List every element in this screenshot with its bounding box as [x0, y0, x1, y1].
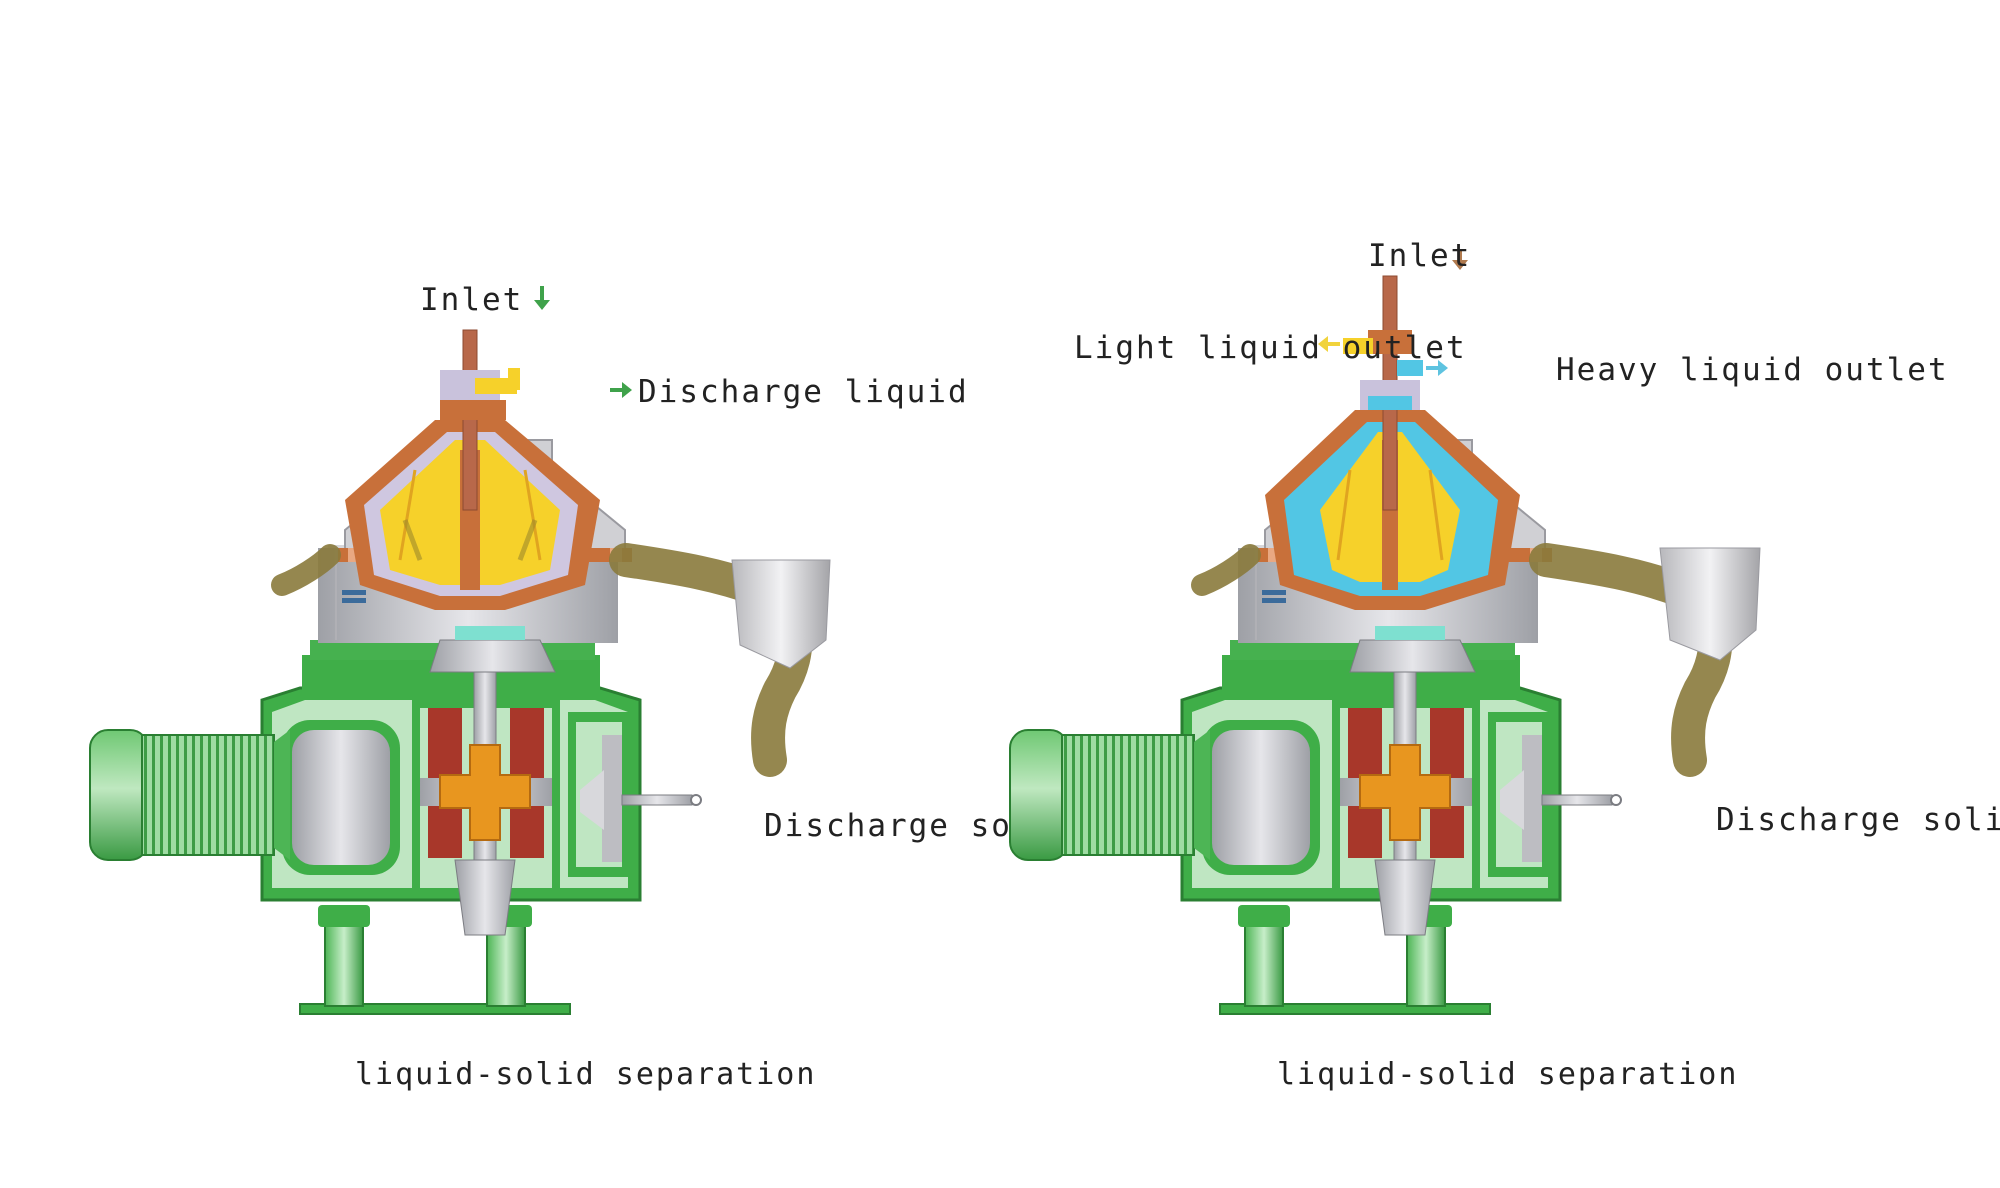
discharge-liquid-arrow-icon — [610, 382, 632, 398]
solid-hopper — [1659, 547, 1761, 661]
right-caption: liquid-solid separation — [1277, 1057, 1738, 1092]
right-inlet-label: Inlet — [1368, 238, 1471, 274]
heavy-liquid-spout — [1397, 360, 1423, 376]
left-inlet-label: Inlet — [420, 282, 523, 318]
solid-hopper — [731, 559, 831, 669]
liquid-outlet-spout — [475, 378, 517, 394]
heavy-liquid-outlet-label: Heavy liquid outlet — [1556, 352, 1949, 388]
light-liquid-outlet-label: Light liquid outlet — [1074, 330, 1467, 366]
light-liquid-spout — [1343, 338, 1373, 354]
inlet-arrow-icon — [534, 286, 550, 310]
right-centrifuge — [1008, 250, 1761, 1016]
left-bowl — [345, 420, 600, 610]
light-liquid-arrow-icon — [1318, 336, 1340, 352]
discharge-liquid-label: Discharge liquid — [638, 374, 969, 410]
right-discharge-solid-label: Discharge solid — [1716, 802, 2000, 838]
left-caption: liquid-solid separation — [355, 1057, 816, 1092]
heavy-liquid-arrow-icon — [1426, 360, 1448, 376]
inlet-arrow-icon — [1452, 250, 1468, 270]
left-centrifuge: Inlet Discharge liquid Discharge solid l… — [88, 282, 1072, 1092]
